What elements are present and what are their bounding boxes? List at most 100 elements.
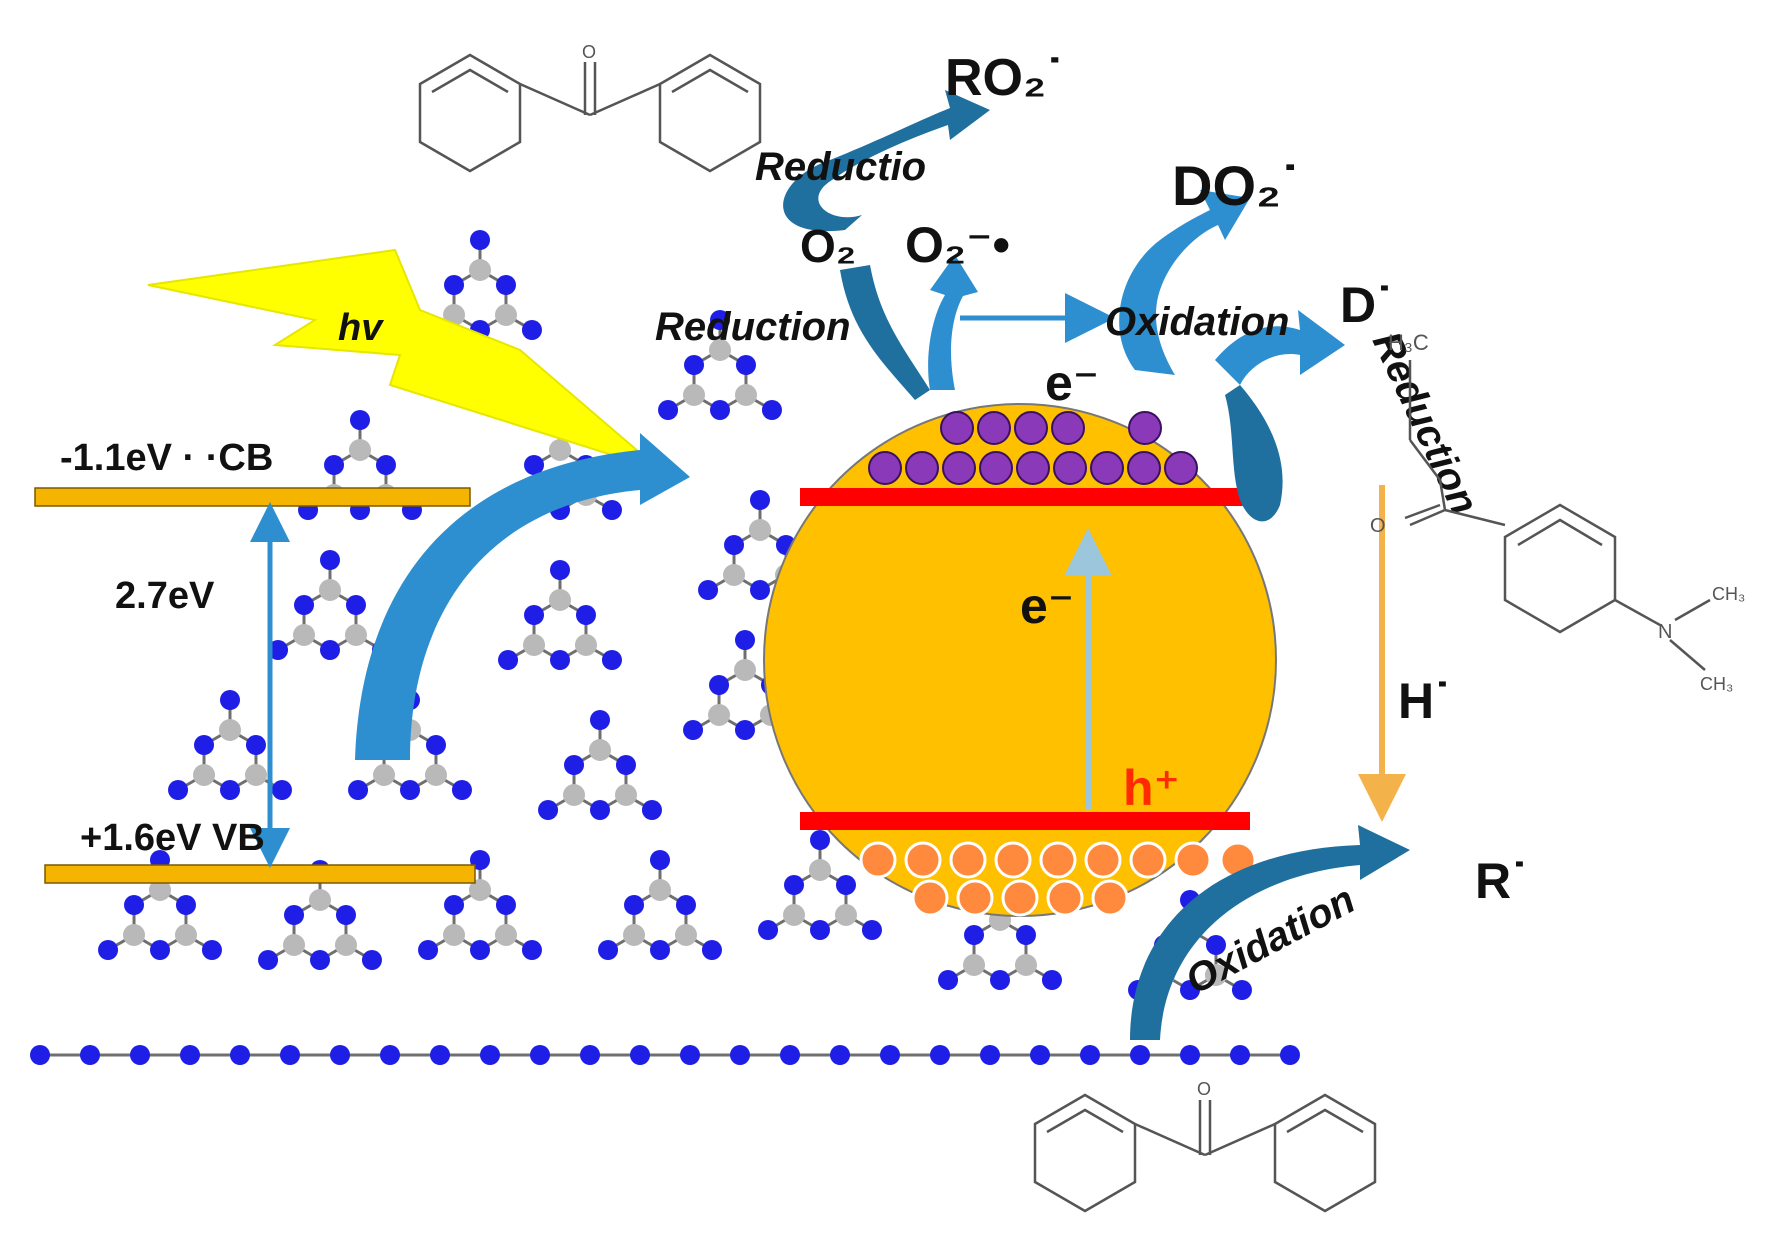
nitrogen-atom bbox=[724, 535, 745, 555]
nitrogen-atom bbox=[938, 970, 959, 990]
electron-label-mid: e⁻ bbox=[1020, 578, 1074, 634]
nitrogen-atom bbox=[280, 1045, 300, 1065]
nitrogen-atom bbox=[758, 920, 779, 940]
nitrogen-atom bbox=[735, 355, 756, 375]
nitrogen-atom bbox=[601, 650, 622, 670]
conduction-band-edge bbox=[800, 488, 1250, 506]
valence-band-bar bbox=[44, 864, 476, 884]
nitrogen-atom bbox=[294, 595, 315, 615]
nitrogen-atom bbox=[324, 455, 345, 475]
nitrogen-atom bbox=[730, 1045, 750, 1065]
nitrogen-atom bbox=[590, 710, 610, 730]
hole-dot bbox=[1039, 841, 1077, 879]
carbon-atom bbox=[563, 784, 586, 806]
reduction-top-label: Reductio bbox=[755, 145, 926, 189]
nitrogen-atom bbox=[194, 735, 215, 755]
electron-dot bbox=[1014, 411, 1048, 445]
nitrogen-atom bbox=[168, 780, 189, 800]
electron-dot bbox=[977, 411, 1011, 445]
hole-cluster bbox=[859, 841, 1257, 917]
cb-label: -1.1eV · ·CB bbox=[60, 437, 273, 479]
nitrogen-atom bbox=[810, 830, 830, 850]
nitrogen-atom bbox=[980, 1045, 1000, 1065]
nitrogen-atom bbox=[495, 275, 516, 295]
nitrogen-atom bbox=[524, 605, 545, 625]
nitrogen-atom bbox=[495, 895, 516, 915]
superoxide-up-arrow bbox=[928, 255, 978, 390]
carbon-atom bbox=[244, 764, 267, 786]
nitrogen-atom bbox=[320, 550, 340, 570]
carbon-atom bbox=[589, 739, 611, 761]
nitrogen-atom bbox=[175, 895, 196, 915]
electron-dot bbox=[1016, 451, 1050, 485]
nitrogen-atom bbox=[1180, 1045, 1200, 1065]
nitrogen-atom bbox=[580, 1045, 600, 1065]
nitrogen-atom bbox=[990, 970, 1010, 990]
nitrogen-atom bbox=[761, 400, 782, 420]
nitrogen-atom bbox=[220, 690, 240, 710]
nitrogen-atom bbox=[470, 940, 490, 960]
nitrogen-atom bbox=[564, 755, 585, 775]
electron-dot bbox=[1053, 451, 1087, 485]
carbon-atom bbox=[309, 889, 331, 911]
carbon-atom bbox=[749, 519, 771, 541]
nitrogen-atom bbox=[810, 920, 830, 940]
nitrogen-atom bbox=[1280, 1045, 1300, 1065]
carbon-atom bbox=[614, 784, 637, 806]
carbon-atom bbox=[349, 439, 371, 461]
nitrogen-atom bbox=[350, 410, 370, 430]
nitrogen-atom bbox=[271, 780, 292, 800]
nitrogen-atom bbox=[710, 310, 730, 330]
nitrogen-atom bbox=[683, 720, 704, 740]
lattice-atoms bbox=[30, 230, 1300, 1065]
carbon-nitride-lattice bbox=[30, 230, 1300, 1065]
nitrogen-atom bbox=[230, 1045, 250, 1065]
benzene-ring-right bbox=[658, 53, 762, 173]
electron-label-top: e⁻ bbox=[1045, 355, 1099, 411]
nitrogen-atom bbox=[201, 940, 222, 960]
carbon-atom bbox=[1204, 964, 1227, 986]
do2-label: DO₂˙ bbox=[1172, 154, 1300, 217]
light-bolt: hv bbox=[147, 248, 661, 471]
nitrogen-atom bbox=[861, 920, 882, 940]
carbon-atom bbox=[709, 339, 731, 361]
carbon-atom bbox=[809, 859, 831, 881]
nitrogen-atom bbox=[650, 850, 670, 870]
band-diagram: -1.1eV · ·CB +1.6eV VB 2.7eV bbox=[34, 437, 476, 884]
carbon-atom bbox=[963, 954, 986, 976]
hole-dot bbox=[994, 841, 1032, 879]
reduction-down-arrow bbox=[1225, 385, 1283, 522]
nitrogen-atom bbox=[521, 940, 542, 960]
carbon-atom bbox=[424, 764, 447, 786]
h-radical-label: H˙ bbox=[1398, 673, 1451, 729]
o2-reduction-arrow bbox=[840, 265, 930, 400]
hole-dot bbox=[949, 841, 987, 879]
nitrogen-atom bbox=[1041, 970, 1062, 990]
nitrogen-atom bbox=[480, 1045, 500, 1065]
nitrogen-atom bbox=[124, 895, 145, 915]
electron-cluster bbox=[868, 411, 1198, 485]
carbon-atom bbox=[334, 934, 357, 956]
valence-band-edge bbox=[800, 812, 1250, 830]
nitrogen-atom bbox=[400, 780, 420, 800]
carbon-atom bbox=[193, 764, 216, 786]
benzene-ring-right bbox=[1273, 1093, 1377, 1213]
oxidation-loop-arrow bbox=[1119, 190, 1250, 375]
semiconductor-particle: e⁻ e⁻ h⁺ bbox=[763, 355, 1277, 917]
nitrogen-atom bbox=[880, 1045, 900, 1065]
carbon-atom bbox=[494, 924, 517, 946]
nitrogen-atom bbox=[784, 875, 805, 895]
carbon-atom bbox=[469, 259, 491, 281]
carbon-atom bbox=[549, 589, 571, 611]
electron-dot bbox=[940, 411, 974, 445]
nitrogen-atom bbox=[521, 320, 542, 340]
reduction-left-label: Reduction bbox=[655, 305, 851, 349]
carbon-atom bbox=[174, 924, 197, 946]
nitrogen-atom bbox=[498, 650, 519, 670]
nitrogen-atom bbox=[698, 580, 719, 600]
reduction-loop-arrow bbox=[783, 90, 990, 232]
nitrogen-atom bbox=[675, 895, 696, 915]
carbon-atom bbox=[123, 924, 146, 946]
carbon-atom bbox=[549, 439, 571, 461]
